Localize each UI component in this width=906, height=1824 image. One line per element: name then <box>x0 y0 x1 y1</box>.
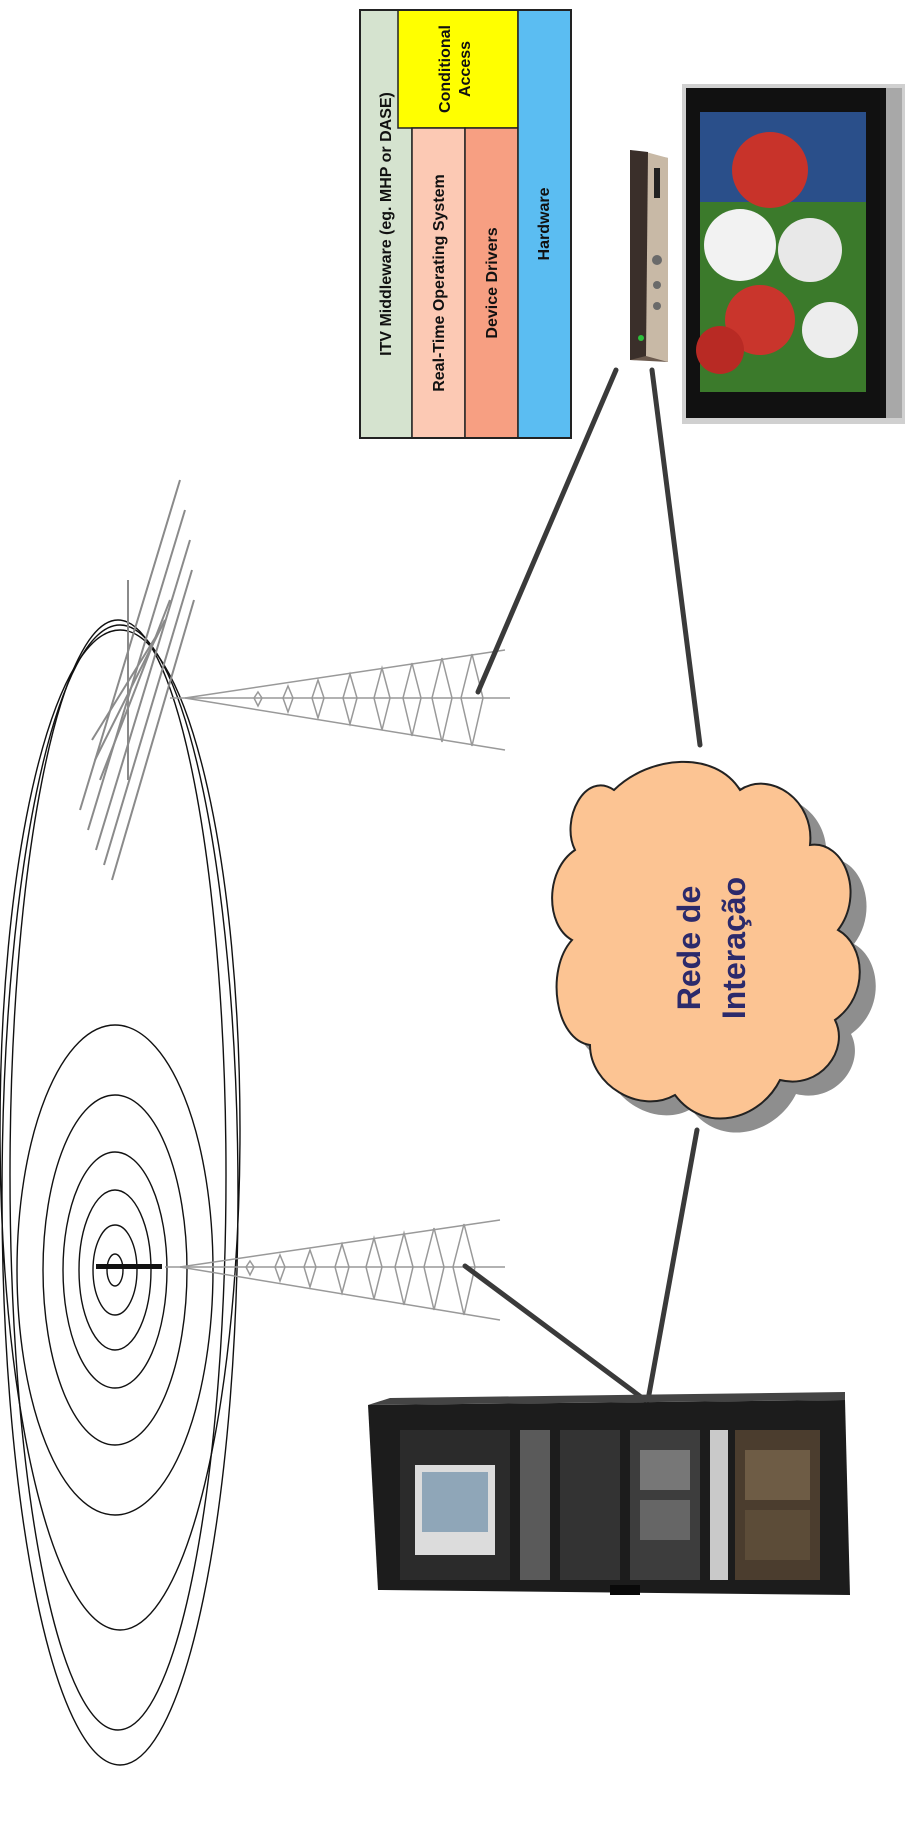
conditional-access-label-2: Access <box>457 41 474 97</box>
interaction-network-cloud: Rede de Interação <box>552 762 876 1133</box>
conditional-access-label-1: Conditional <box>437 25 454 113</box>
cloud-label-line2: Interação <box>716 877 752 1019</box>
transmitter-mast-icon <box>96 1264 162 1269</box>
link-cloud-to-rack <box>648 1130 697 1400</box>
link-settopbox-to-cloud <box>652 370 700 745</box>
server-rack-icon <box>368 1392 850 1595</box>
set-top-box-icon <box>630 150 668 362</box>
middleware-label: ITV Middleware (eg. MHP or DASE) <box>378 92 395 356</box>
transmitter-tower-icon <box>165 1220 505 1320</box>
link-transmitter-to-rack <box>465 1266 645 1400</box>
receiver-antenna-icon <box>170 650 510 750</box>
yagi-antenna-icon <box>80 480 194 880</box>
software-stack-diagram: ITV Middleware (eg. MHP or DASE) Conditi… <box>360 10 571 438</box>
rtos-label: Real-Time Operating System <box>431 174 448 392</box>
broadcast-waves-icon <box>0 620 240 1765</box>
television-icon <box>682 84 905 424</box>
device-drivers-label: Device Drivers <box>484 227 501 338</box>
cloud-label-line1: Rede de <box>671 886 707 1010</box>
hardware-label: Hardware <box>536 187 553 260</box>
